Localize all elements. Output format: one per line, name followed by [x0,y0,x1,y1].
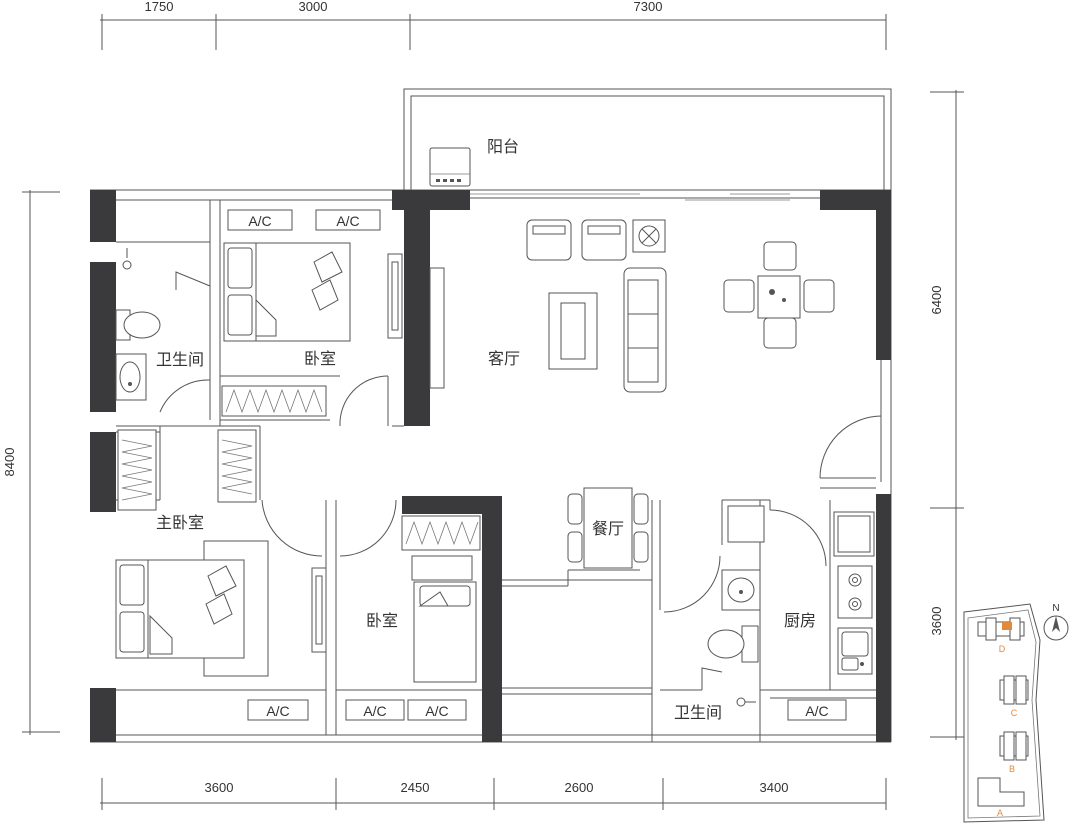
kitchen: A/C 厨房 [784,511,875,721]
bathroom-right-label: 卫生间 [674,703,722,722]
dim-bottom-3: 2600 [565,780,594,795]
bathroom-right: 卫生间 [674,505,765,722]
key-block-a: A [997,808,1003,818]
bedroom-top: A/C A/C 卧室 [221,209,403,417]
master-bedroom: A/C 主卧室 [115,429,327,721]
master-bedroom-label: 主卧室 [156,513,204,532]
structural-walls [90,190,891,742]
balcony: 阳台 [403,88,892,191]
bedroom-middle-label: 卧室 [366,611,398,630]
dim-bottom-1: 3600 [205,780,234,795]
dimension-bottom: 3600 2450 2600 3400 [100,778,887,810]
dining-room: 餐厅 [567,487,649,569]
bed-icon [115,540,269,677]
sink-icon [721,569,761,611]
kitchen-label: 厨房 [784,611,816,630]
dim-bottom-4: 3400 [760,780,789,795]
ac-label: A/C [266,703,289,719]
dimension-left: 8400 [2,190,60,735]
wardrobe-icon [221,385,327,417]
dimension-right: 6400 3600 [929,90,964,740]
sofa-icon [623,267,667,393]
tv-cabinet-icon [311,567,327,653]
washing-machine-icon [429,147,471,187]
ac-box: A/C [787,699,847,721]
dim-top-2: 3000 [299,0,328,14]
bedroom-middle: A/C A/C 卧室 [345,515,481,721]
block-d: D [977,617,1025,654]
stove-icon [837,565,873,619]
tv-cabinet-icon [387,253,403,339]
doors [159,271,882,690]
dim-right-lower: 3600 [929,607,944,636]
bathroom-left: 卫生间 [115,248,204,401]
highlighted-unit [1002,622,1012,630]
bed-icon [411,555,477,683]
block-b: B [999,731,1029,774]
dimension-top: 1750 3000 7300 [100,0,887,50]
sink-icon [115,353,147,401]
bed-icon [223,242,351,342]
dim-top-3: 7300 [634,0,663,14]
wardrobe-icon [117,429,257,511]
tv-cabinet-icon [429,267,445,389]
ac-label: A/C [363,703,386,719]
side-table-icon [632,219,666,253]
key-block-d: D [999,644,1006,654]
ac-label: A/C [248,213,271,229]
toilet-icon [707,625,759,663]
key-plan: D C B A [963,603,1045,823]
balcony-label: 阳台 [487,137,519,156]
interior-partitions [116,200,876,742]
coffee-table-icon [548,292,598,370]
dim-left: 8400 [2,448,17,477]
living-room: 客厅 [429,219,835,393]
ac-label: A/C [336,213,359,229]
dining-set-icon [723,241,835,349]
dim-bottom-2: 2450 [401,780,430,795]
armchair-icon [526,219,627,261]
key-block-b: B [1009,764,1015,774]
compass-north-label: N [1052,603,1059,614]
block-a: A [977,777,1025,818]
dining-table-icon [567,487,649,569]
toilet-icon [115,309,161,341]
living-room-label: 客厅 [488,349,520,368]
wardrobe-icon [401,515,481,551]
ac-label: A/C [425,703,448,719]
bathroom-left-label: 卫生间 [156,350,204,369]
bedroom-top-label: 卧室 [304,349,336,368]
block-c: C [999,675,1029,718]
dining-room-label: 餐厅 [592,519,624,538]
kitchen-sink-icon [837,627,873,675]
ac-box: A/C A/C [345,699,467,721]
ac-box: A/C [247,699,309,721]
fridge-icon [833,511,875,557]
ac-label: A/C [805,703,828,719]
compass-icon: N [1043,603,1069,641]
dim-right-upper: 6400 [929,286,944,315]
dim-top-1: 1750 [145,0,174,14]
key-block-c: C [1011,708,1018,718]
